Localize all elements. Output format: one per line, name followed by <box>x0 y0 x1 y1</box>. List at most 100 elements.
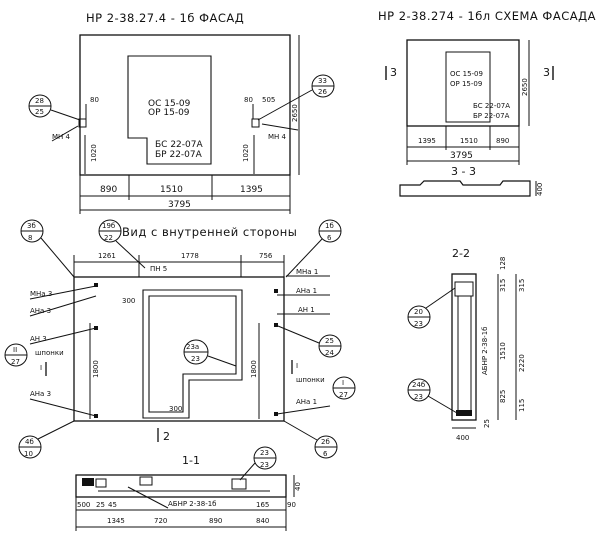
svg-text:19б: 19б <box>102 222 115 230</box>
scheme-opening-label-2: ОР 15-09 <box>450 80 482 88</box>
facade-callout-28-25: 28 25 <box>28 94 81 121</box>
section-1-left-block-2 <box>95 478 107 488</box>
section-1-mid-block <box>139 476 153 486</box>
facade-leader <box>51 125 79 142</box>
inner-right-label-5: АНа 1 <box>296 398 317 406</box>
inner-callout-23a-23: 23а 23 <box>183 339 237 367</box>
section-1-dim-45: 45 <box>108 501 117 509</box>
section-1-dim-40: 40 <box>294 482 302 491</box>
svg-text:23: 23 <box>260 461 269 469</box>
svg-text:26: 26 <box>318 88 327 96</box>
inner-cut-left-numeral: I <box>40 364 42 372</box>
inner-leader <box>29 398 97 417</box>
facade-block-label-1: БС 22-07А <box>155 140 203 150</box>
section-2-callout-24b-23: 24б 23 <box>407 378 458 414</box>
section-2-dim-1510: 1510 <box>499 342 507 360</box>
section-1-dim-720: 720 <box>154 517 167 525</box>
svg-text:4б: 4б <box>25 438 34 446</box>
svg-text:23: 23 <box>414 320 423 328</box>
section-3-profile <box>399 180 531 197</box>
facade-title: НР 2-38.27.4 - 1б ФАСАД <box>86 11 244 25</box>
section-3-title: 3 - 3 <box>451 165 476 178</box>
inner-dim-top-2: 1778 <box>181 252 199 260</box>
svg-text:23а: 23а <box>186 343 199 351</box>
scheme-opening <box>445 51 491 123</box>
inner-cut-bottom-numeral: 2 <box>163 430 170 443</box>
facade-plate-left <box>78 118 87 128</box>
inner-right-label-3: АН 1 <box>298 306 315 314</box>
scheme-opening-label-1: ОС 15-09 <box>450 70 483 78</box>
inner-left-label-3: АН 3 <box>30 335 47 343</box>
inner-left-label-4: шпонки <box>35 349 64 357</box>
inner-dim-top-3: 756 <box>259 252 273 260</box>
section-2-title: 2-2 <box>452 247 470 260</box>
section-1-callout-23-23: 23 23 <box>239 446 277 481</box>
inner-dim-1800-left: 1800 <box>92 360 100 378</box>
inner-right-label-4: шпонки <box>296 376 325 384</box>
svg-text:II: II <box>13 346 17 354</box>
facade-view: ОС 15-09 ОР 15-09 БС 22-07А БР 22-07А 80… <box>28 34 335 214</box>
section-1-view: 40 500 25 45 720 890 165 90 1345 840 АБН… <box>75 446 302 531</box>
section-1-right-block <box>231 478 247 490</box>
inner-leader <box>29 327 97 345</box>
svg-text:3б: 3б <box>27 222 36 230</box>
section-2-profile <box>451 273 477 421</box>
inner-callout-4b-10: 4б 10 <box>18 420 75 459</box>
facade-panel-outline <box>79 34 291 176</box>
svg-text:27: 27 <box>339 391 348 399</box>
facade-mn-right: МН 4 <box>268 133 287 141</box>
section-1-dim-840: 840 <box>256 517 269 525</box>
section-1-dim-1345: 1345 <box>107 517 125 525</box>
section-1-dim-890: 890 <box>209 517 222 525</box>
facade-dim-80-right: 80 <box>244 96 253 104</box>
svg-text:8: 8 <box>28 234 32 242</box>
facade-mn-left: МН 4 <box>52 133 71 141</box>
inner-dim-1800-right: 1800 <box>250 360 258 378</box>
inner-pn-label: ПН 5 <box>150 265 167 273</box>
section-1-dim-165: 165 <box>256 501 269 509</box>
inner-embedded-part <box>274 412 278 416</box>
svg-text:I: I <box>342 379 344 387</box>
inner-panel-outline <box>73 276 285 422</box>
inner-callout-3b-8: 3б 8 <box>20 219 75 278</box>
section-2-bottom-plate <box>456 410 472 416</box>
inner-leader <box>29 285 97 300</box>
facade-dim-1020-left: 1020 <box>90 144 98 162</box>
inner-embedded-part <box>94 283 98 287</box>
scheme-dim-2650: 2650 <box>521 78 529 96</box>
section-2-callout-20-23: 20 23 <box>407 287 456 329</box>
section-2-dim-25: 25 <box>483 419 491 428</box>
svg-text:2б: 2б <box>321 438 330 446</box>
inner-dim-300-top: 300 <box>122 297 135 305</box>
inner-dim-300-bottom: 300 <box>169 405 182 413</box>
svg-text:1б: 1б <box>325 222 334 230</box>
facade-dim-1395: 1395 <box>240 185 263 195</box>
section-1-dim-500: 500 <box>77 501 90 509</box>
facade-dim-1510: 1510 <box>160 185 183 195</box>
inner-view: 1261 1778 756 ПН 5 300 300 1800 1800 МНа… <box>4 219 356 459</box>
inner-callout-1b-6: 1б 6 <box>285 219 342 278</box>
svg-text:25: 25 <box>325 337 334 345</box>
facade-leader <box>261 123 299 131</box>
svg-text:20: 20 <box>414 308 423 316</box>
section-3-dim-400: 400 <box>536 183 544 196</box>
svg-text:27: 27 <box>11 358 20 366</box>
scheme-dim-1395: 1395 <box>418 137 436 145</box>
section-2-dim-315b: 315 <box>518 279 526 292</box>
svg-text:24: 24 <box>325 349 334 357</box>
facade-dim-1020-right: 1020 <box>242 144 250 162</box>
facade-opening-label-1: ОС 15-09 <box>148 99 191 109</box>
facade-dim-890: 890 <box>100 185 117 195</box>
svg-text:6: 6 <box>323 450 328 458</box>
section-2-dim-128: 128 <box>499 257 507 270</box>
svg-text:23: 23 <box>260 449 269 457</box>
section-1-label: АБНР 2-38-1б <box>168 500 216 508</box>
section-1-dim-90: 90 <box>287 501 296 509</box>
facade-callout-33-26: 33 26 <box>257 74 335 121</box>
inner-left-label-5: АНа 3 <box>30 390 51 398</box>
svg-text:28: 28 <box>35 97 44 105</box>
section-2-dim-825: 825 <box>499 390 507 403</box>
section-2-label: АБНР 2-38-1б <box>481 327 489 375</box>
